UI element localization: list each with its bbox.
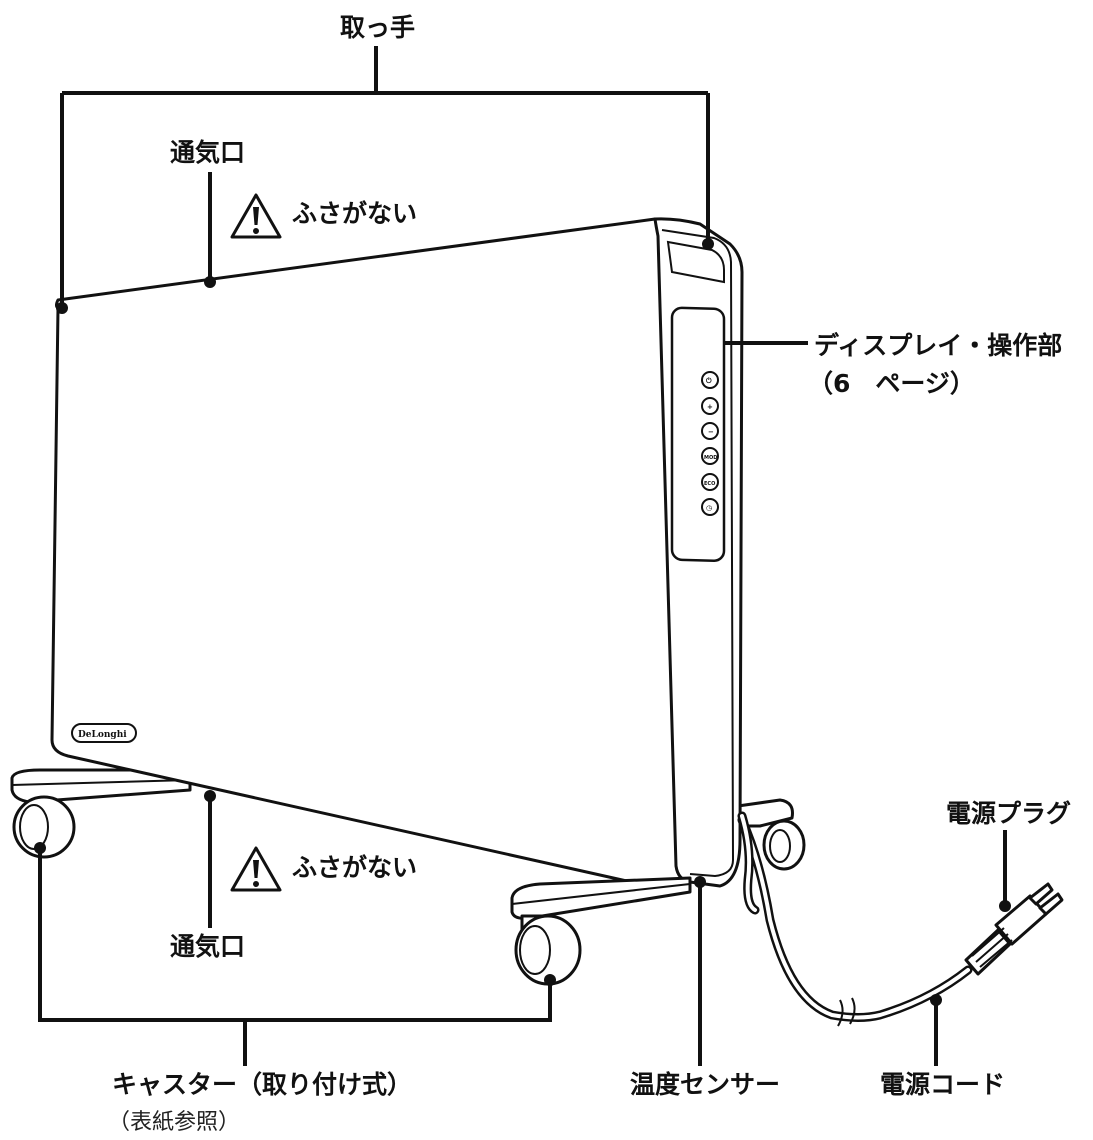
svg-text:+: + [707, 403, 713, 411]
label-display: ディスプレイ・操作部 [814, 331, 1062, 360]
right-wheel [514, 914, 582, 986]
label-casters-ref: （表紙参照） [108, 1110, 240, 1135]
minus-button[interactable]: − [701, 422, 719, 440]
label-power-cord: 電源コード [880, 1070, 1005, 1099]
delonghi-logo: DeLonghi [71, 723, 137, 743]
label-vent-top: 通気口 [170, 138, 245, 167]
heater-illustration: ⏻ + − MOD ECO ◷ [10, 217, 1064, 1027]
label-warning-top: ふさがない [292, 199, 417, 228]
eco-button[interactable]: ECO [701, 473, 719, 491]
back-right-foot [736, 798, 806, 871]
labels: 取っ手 通気口 ふさがない ディスプレイ・操作部 （6 ページ） 電源プラグ ふ… [108, 13, 1071, 1135]
svg-text:DeLonghi: DeLonghi [78, 730, 127, 740]
svg-text:◷: ◷ [706, 504, 713, 512]
label-temp-sensor: 温度センサー [630, 1070, 780, 1099]
timer-button[interactable]: ◷ [701, 498, 719, 516]
mode-button[interactable]: MOD [701, 447, 719, 465]
svg-text:ECO: ECO [704, 481, 715, 487]
plus-button[interactable]: + [701, 397, 719, 415]
leader-lines [34, 46, 1011, 1066]
handle-slot [666, 240, 725, 284]
right-front-foot [510, 876, 692, 920]
left-wheel [12, 795, 76, 859]
power-button[interactable]: ⏻ [701, 371, 719, 389]
power-plug [964, 882, 1064, 976]
warning-triangle-icon [230, 846, 282, 892]
svg-text:MOD: MOD [704, 455, 717, 461]
label-casters: キャスター（取り付け式） [112, 1070, 412, 1099]
power-cord [737, 811, 973, 1027]
label-handle: 取っ手 [340, 13, 415, 42]
svg-text:⏻: ⏻ [706, 377, 712, 385]
label-warning-bottom: ふさがない [292, 853, 417, 882]
left-front-foot [10, 768, 192, 804]
label-display-ref: （6 ページ） [808, 369, 975, 398]
label-power-plug: 電源プラグ [946, 799, 1071, 828]
svg-text:−: − [708, 428, 714, 436]
warning-triangle-icon [230, 193, 282, 239]
control-buttons: ⏻ + − MOD ECO ◷ [701, 371, 719, 516]
label-vent-bottom: 通気口 [170, 932, 245, 961]
